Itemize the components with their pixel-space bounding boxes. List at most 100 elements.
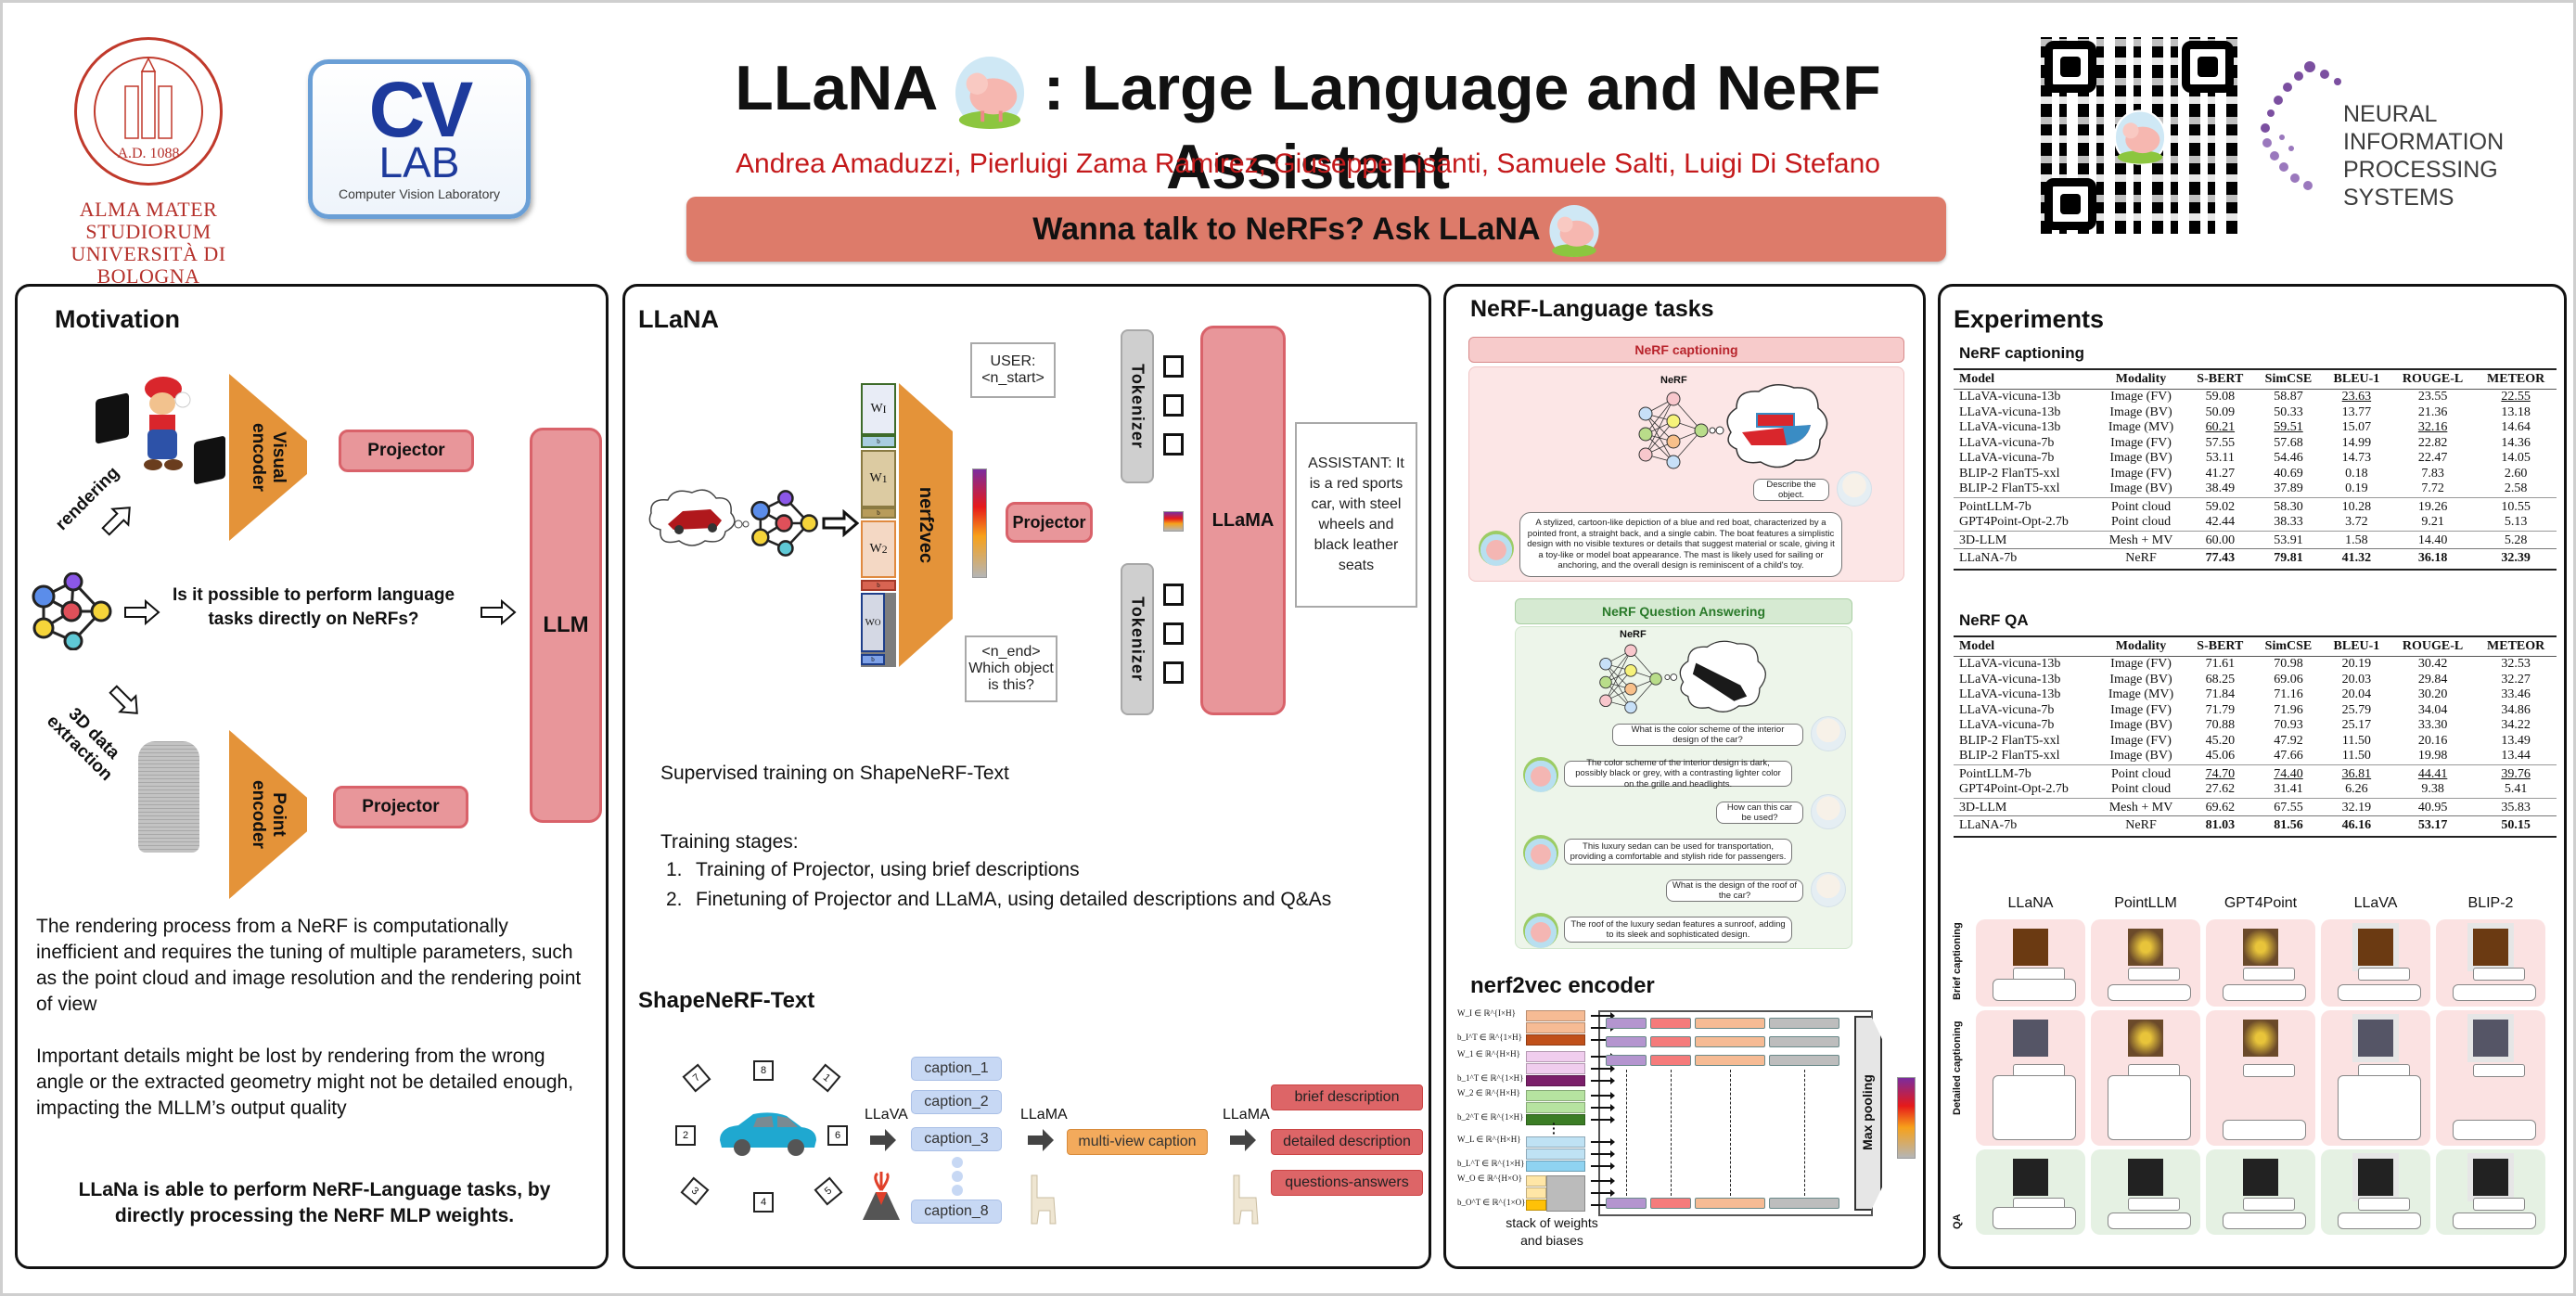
- encoded-token-cell: [1769, 1036, 1839, 1047]
- caption-pill: caption_2: [911, 1090, 1002, 1114]
- object-render-icon: [2013, 929, 2048, 966]
- user-question-bubble: Describe the object.: [1753, 479, 1829, 501]
- table-cell: Point cloud: [2110, 782, 2172, 796]
- answer-bubble: [1993, 979, 2076, 1001]
- table-cell: 69.06: [2274, 672, 2303, 686]
- table-cell: 42.44: [2205, 515, 2236, 529]
- user-question-bubble: What is the design of the roof of the ca…: [1666, 879, 1803, 902]
- arrow-right-icon: [481, 598, 517, 626]
- llana-heading: LLaNA: [638, 305, 719, 333]
- arrow-right-icon: [1591, 1012, 1615, 1020]
- extraction-arrow-icon: [109, 685, 138, 714]
- nerf-mlp-icon: [32, 572, 112, 650]
- arrow-right-icon: [1591, 1150, 1615, 1158]
- nerf-mlp-icon: [750, 490, 818, 557]
- table-cell: 36.18: [2390, 548, 2476, 571]
- camera-icon: 3: [680, 1176, 710, 1206]
- layer-label: b_O^T ∈ ℝ^{1×O}: [1457, 1198, 1526, 1207]
- encoded-token-cell: [1650, 1036, 1691, 1047]
- table-cell: Image (FV): [2110, 390, 2172, 404]
- table-cell: 50.15: [2475, 815, 2557, 838]
- table-cell: 69.62: [2185, 797, 2255, 816]
- table-cell: 71.84: [2205, 687, 2236, 701]
- comparison-cell: [2321, 919, 2430, 1007]
- answer-bubble: [1993, 1075, 2076, 1140]
- table-cell: 60.00: [2185, 530, 2255, 549]
- qa-table-title: NeRF QA: [1959, 611, 2029, 629]
- arrow-right-icon: [1591, 1104, 1615, 1111]
- table-cell: 5.13: [2504, 515, 2528, 529]
- training-stage-2: 2.Finetuning of Projector and LLaMA, usi…: [666, 889, 1332, 910]
- table-cell: 57.55: [2205, 435, 2236, 450]
- table-cell: 30.42: [2417, 657, 2448, 671]
- llm-block: LLM: [530, 428, 602, 823]
- arrow-right-icon: [1591, 1177, 1615, 1185]
- llana-projector: Projector: [1006, 502, 1093, 543]
- encoded-token-cell: [1695, 1055, 1765, 1066]
- table-cell: 44.41: [2390, 763, 2476, 782]
- object-render-icon: [2352, 1153, 2399, 1201]
- bias-b2: b: [861, 580, 896, 591]
- table-cell: 32.39: [2475, 548, 2557, 571]
- comparison-cell: [2091, 919, 2200, 1007]
- table-cell: 45.20: [2205, 733, 2236, 748]
- table-cell: 59.51: [2274, 420, 2303, 434]
- table-cell: 15.07: [2341, 420, 2372, 434]
- table-cell: 10.28: [2322, 496, 2390, 515]
- encoded-token-cell: [1695, 1198, 1765, 1209]
- dashed-connector: [1626, 1070, 1627, 1196]
- motivation-paragraph-2: Important details might be lost by rende…: [36, 1046, 574, 1119]
- end-prompt-box: <n_end> Which object is this?: [965, 635, 1057, 702]
- table-cell: 71.96: [2274, 702, 2303, 717]
- qa-task-header: NeRF Question Answering: [1515, 598, 1852, 624]
- question-bubble: [2243, 1064, 2295, 1077]
- encoded-token-cell: [1695, 1036, 1765, 1047]
- table-cell: 25.79: [2341, 702, 2372, 717]
- table-cell: 38.33: [2274, 515, 2303, 529]
- comparison-cell: [2091, 1010, 2200, 1146]
- tokenizer-bottom: Tokenizer: [1121, 563, 1154, 715]
- table-cell: Image (BV): [2109, 749, 2172, 763]
- point-encoder: Point encoder: [229, 730, 307, 899]
- table-cell: 70.88: [2205, 718, 2236, 732]
- table-cell: 27.62: [2205, 782, 2236, 796]
- weight-block: [1526, 1022, 1585, 1033]
- question-bubble: [2243, 1198, 2295, 1211]
- column-header: Modality: [2095, 368, 2186, 390]
- nerf-network-icon: [1638, 391, 1709, 469]
- max-pooling-block: [1854, 1016, 1882, 1211]
- table-cell: 29.84: [2417, 672, 2448, 686]
- cvlab-logo: CV LAB Computer Vision Laboratory: [308, 59, 531, 219]
- weight-block: [1526, 1063, 1585, 1074]
- layer-label: b_I^T ∈ ℝ^{1×H}: [1457, 1033, 1522, 1042]
- table-cell: 20.16: [2417, 733, 2448, 748]
- table-cell: 32.19: [2322, 797, 2390, 816]
- table-cell: LLaVA-vicuna-7b: [1959, 451, 2055, 465]
- column-header: ROUGE-L: [2390, 368, 2476, 390]
- table-cell: 81.03: [2185, 815, 2255, 838]
- flow-arrow-icon: [870, 1129, 896, 1151]
- output-questions-answers: questions-answers: [1271, 1170, 1423, 1196]
- table-cell: 0.18: [2345, 466, 2368, 481]
- unibo-name-line1: ALMA MATER STUDIORUM: [79, 198, 218, 243]
- object-render-icon: [2128, 929, 2163, 966]
- qr-code[interactable]: [2041, 37, 2237, 234]
- poster-title: LLaNA : Large Language and NeRF Assistan…: [594, 52, 2022, 203]
- answer-bubble: [2453, 1120, 2536, 1140]
- caption-pill: caption_3: [911, 1127, 1002, 1151]
- output-detailed-description: detailed description: [1271, 1129, 1423, 1155]
- column-header: Modality: [2095, 635, 2186, 657]
- table-cell: 45.06: [2205, 749, 2236, 763]
- table-cell: 59.08: [2205, 390, 2236, 404]
- object-render-icon: [2243, 1020, 2278, 1057]
- table-cell: BLIP-2 FlanT5-xxl: [1959, 481, 2060, 495]
